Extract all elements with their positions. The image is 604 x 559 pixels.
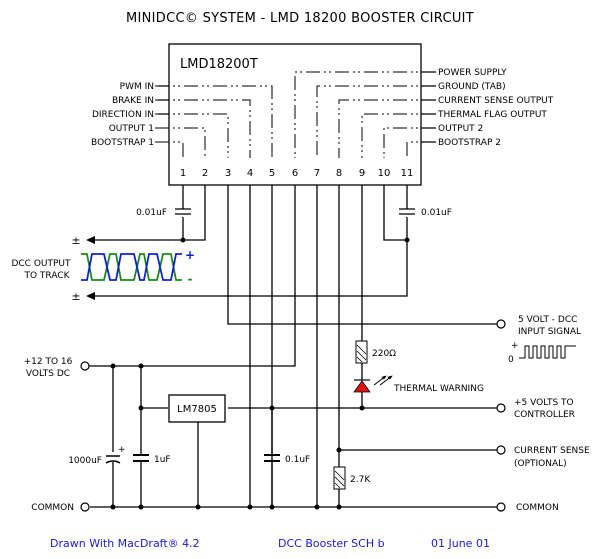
capacitor-bootstrap-2: 0.01uF — [399, 208, 452, 218]
page-title: MINIDCC© SYSTEM - LMD 18200 BOOSTER CIRC… — [126, 11, 474, 26]
controller-label-1: +5 VOLTS TO — [514, 398, 574, 408]
track-plus: + — [185, 248, 195, 262]
track-label-1: DCC OUTPUT — [11, 259, 71, 269]
capacitor-bootstrap-1: 0.01uF — [136, 208, 191, 218]
dcc-input-label-2: INPUT SIGNAL — [518, 327, 581, 337]
dcc-input-zero: 0 — [508, 355, 514, 365]
chip-name: LMD18200T — [180, 57, 258, 72]
square-wave-icon — [519, 345, 576, 359]
supply-label-1: +12 TO 16 — [24, 357, 73, 367]
pin-number: 8 — [336, 168, 342, 179]
right-pin-labels: POWER SUPPLY GROUND (TAB) CURRENT SENSE … — [437, 68, 554, 148]
label-pwm-in: PWM IN — [120, 82, 154, 92]
terminal-common-left: COMMON — [31, 502, 90, 513]
cap-label: 0.01uF — [136, 208, 167, 218]
terminal-current-sense: CURRENT SENSE (OPTIONAL) — [496, 445, 590, 469]
dcc-input-plus: + — [511, 341, 519, 351]
cap-label: 0.01uF — [421, 208, 452, 218]
pin-number: 1 — [180, 168, 186, 179]
pin-number: 10 — [378, 168, 391, 179]
label-brake-in: BRAKE IN — [112, 96, 154, 106]
track-label-2: TO TRACK — [23, 271, 70, 281]
cap-label: 1000uF — [68, 456, 102, 466]
regulator-lm7805 — [168, 394, 226, 423]
label-ground-tab: GROUND (TAB) — [438, 82, 506, 92]
controller-label-2: CONTROLLER — [514, 410, 575, 420]
document-name: DCC Booster SCH b — [278, 537, 385, 550]
pin-number: 2 — [202, 168, 208, 179]
pin-number: 11 — [401, 168, 414, 179]
label-output-1: OUTPUT 1 — [109, 124, 154, 134]
resistor-2-7k: 2.7K — [333, 466, 371, 490]
pin-number: 3 — [225, 168, 231, 179]
common-right-label: COMMON — [516, 503, 559, 513]
sense-label-1: CURRENT SENSE — [514, 446, 590, 456]
sense-label-2: (OPTIONAL) — [514, 459, 567, 469]
pin-number: 9 — [359, 168, 365, 179]
resistor-label: 2.7K — [350, 475, 371, 485]
resistor-220: 220Ω — [355, 340, 396, 364]
cap-plus: + — [118, 445, 126, 455]
dcc-input-label-1: 5 VOLT - DCC — [518, 315, 577, 325]
junction-dots — [110, 237, 410, 510]
drawn-with: Drawn With MacDraft® 4.2 — [50, 537, 200, 550]
capacitor-1000uf: + 1000uF — [68, 445, 125, 466]
terminal-supply: +12 TO 16 VOLTS DC — [24, 357, 90, 379]
resistor-label: 220Ω — [372, 349, 396, 359]
label-bootstrap-2: BOOTSTRAP 2 — [438, 138, 501, 148]
document-date: 01 June 01 — [431, 537, 490, 550]
track-output: ± ± DCC OUTPUT TO TRACK + - — [11, 234, 195, 303]
led-label: THERMAL WARNING — [393, 384, 484, 394]
left-pin-leaders — [155, 85, 273, 158]
supply-label-2: VOLTS DC — [26, 369, 70, 379]
common-left-label: COMMON — [31, 503, 74, 513]
cap-label: 0.1uF — [285, 455, 310, 465]
pin-number: 4 — [247, 168, 253, 179]
label-output-2: OUTPUT 2 — [438, 124, 483, 134]
capacitor-1uf: 1uF — [133, 454, 171, 465]
label-direction-in: DIRECTION IN — [92, 110, 154, 120]
led-thermal-warning: THERMAL WARNING — [353, 375, 484, 394]
label-power-supply: POWER SUPPLY — [438, 68, 507, 78]
track-minus: - — [188, 272, 193, 286]
terminal-common-right: COMMON — [496, 502, 559, 513]
cap-label: 1uF — [154, 455, 171, 465]
label-bootstrap-1: BOOTSTRAP 1 — [91, 138, 154, 148]
pm-bottom: ± — [71, 290, 80, 303]
right-pin-leaders — [294, 71, 436, 158]
pin-number: 7 — [314, 168, 320, 179]
left-pin-labels: PWM IN BRAKE IN DIRECTION IN OUTPUT 1 BO… — [91, 82, 154, 148]
label-current-sense-output: CURRENT SENSE OUTPUT — [438, 96, 554, 106]
pin-numbers: 1 2 3 4 5 6 7 8 9 10 11 — [180, 168, 414, 179]
footer: Drawn With MacDraft® 4.2 DCC Booster SCH… — [50, 537, 490, 550]
capacitor-0-1uf: 0.1uF — [264, 454, 310, 507]
regulator-label: LM7805 — [177, 404, 217, 415]
terminal-dcc-input: 5 VOLT - DCC INPUT SIGNAL + 0 — [496, 315, 581, 365]
terminal-controller: +5 VOLTS TO CONTROLLER — [496, 398, 575, 420]
pin-number: 6 — [292, 168, 298, 179]
pm-top: ± — [71, 234, 80, 247]
label-thermal-flag-output: THERMAL FLAG OUTPUT — [437, 110, 547, 120]
pin-number: 5 — [269, 168, 275, 179]
